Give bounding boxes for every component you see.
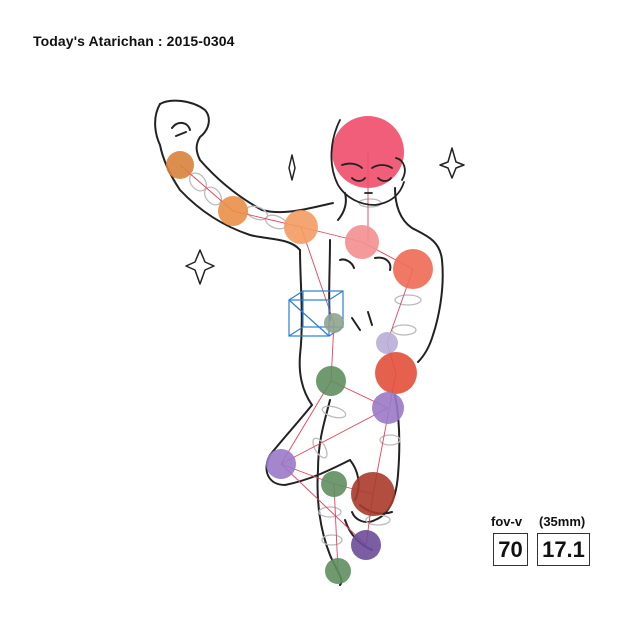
joint-spine[interactable] [324, 313, 344, 333]
joint-shoulder-right[interactable] [393, 249, 433, 289]
joint-knee-left[interactable] [266, 449, 296, 479]
joint-foot-left[interactable] [325, 558, 351, 584]
joint-elbow-left[interactable] [218, 196, 248, 226]
joint-shoulder-left[interactable] [284, 210, 318, 244]
fov-value-field[interactable]: 70 [493, 533, 528, 566]
joint-head[interactable] [332, 116, 404, 188]
joint-hip-left[interactable] [316, 366, 346, 396]
joint-shin-left[interactable] [321, 471, 347, 497]
focal-length-field[interactable]: 17.1 [537, 533, 590, 566]
joint-pelvis[interactable] [372, 392, 404, 424]
fov-label: fov-v [491, 514, 523, 529]
sparkle-icon [185, 249, 215, 285]
sparkle-icon [288, 154, 296, 181]
joint-ankle-right[interactable] [351, 530, 381, 560]
joint-neck[interactable] [345, 225, 379, 259]
page-title: Today's Atarichan : 2015-0304 [33, 33, 235, 49]
sparkle-icon [439, 147, 465, 179]
joint-chest-right[interactable] [376, 332, 398, 354]
joint-hand-left[interactable] [166, 151, 194, 179]
head-outline [330, 119, 406, 206]
focal-length-label: (35mm) [539, 514, 586, 529]
joint-knee-right[interactable] [351, 472, 395, 516]
joint-hip-right[interactable] [375, 352, 417, 394]
